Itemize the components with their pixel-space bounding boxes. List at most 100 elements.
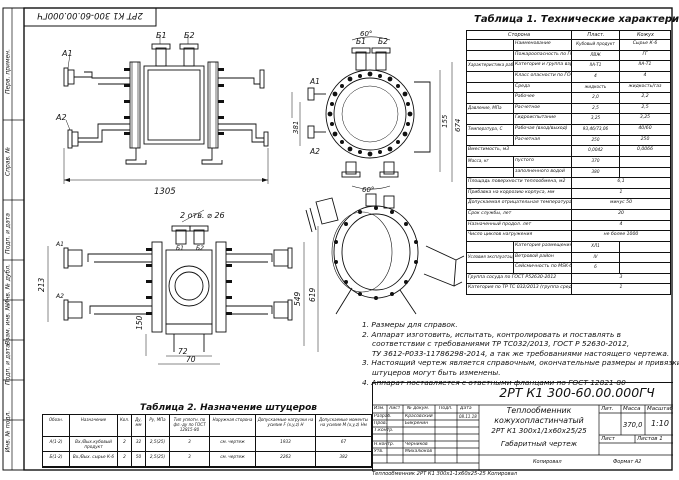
table1-cell: 4 [571, 70, 619, 82]
note-1: 1. Размеры для справок. [362, 320, 458, 329]
date-0: 08.11.18 [459, 414, 477, 419]
table1-cell [619, 155, 670, 167]
table1-cell: Площадь поверхности теплообмена, м2 [468, 179, 566, 185]
table1-cell: Число циклов нагружения [468, 232, 533, 238]
person-3: Черников [405, 442, 428, 447]
table1-cell: 250 [619, 134, 670, 146]
table1-cell: заполненного водой [513, 166, 571, 178]
table2-header-cell: Обозн. [43, 415, 69, 437]
table2-cell: 32 [131, 437, 145, 452]
table1-row: Характеристика рабочей средыКатегория и … [467, 60, 670, 72]
table1-cell: 40/60 [619, 124, 670, 135]
table1-cell [619, 262, 670, 273]
title-name-1: Теплообменник [506, 406, 572, 415]
table2-header-cell: Кол. [117, 415, 131, 437]
table1-cell [467, 241, 513, 252]
table1-cell: Рабочая (вход/выход) [513, 124, 571, 135]
front-label-b2: Б2 [184, 31, 195, 40]
plan-callout: 2 отв. ⌀ 26 [180, 211, 225, 220]
table1-cell: 2,0 [571, 92, 619, 103]
table1-cell: Назначенный продол. лет [468, 221, 532, 227]
table2-header-cell: Назначение [69, 415, 117, 437]
table2-cell: Вх./Вых.кубовый продукт [69, 437, 117, 452]
table1-cell: Расчетная [513, 134, 571, 146]
plan-label-b2: Б2 [196, 245, 204, 252]
table1-cell: 0,0042 [571, 145, 619, 156]
table1-cell: ЛВЖ [571, 49, 619, 61]
person-4: Михалюков [405, 449, 433, 454]
table1-cell: жидкость [571, 81, 619, 93]
table1-cell: ХЛ1 [571, 240, 619, 252]
table2-cell: 1933 [255, 437, 315, 452]
plan-dim-70: 70 [186, 355, 196, 364]
title-name-3: 2РТ К1 300х1/1х60х25/25 [491, 426, 587, 435]
isometric-view [305, 193, 465, 315]
table1-row: Допускаемая отрицательная температура ст… [467, 198, 670, 210]
title-name-2: кожухопластинчатый [494, 416, 584, 425]
table2-cell: 2,5(25) [145, 437, 169, 452]
person-0: Красовский [405, 414, 433, 419]
table2-header-cell: Допускаемые моменты на усилие М (x,y,z) … [315, 415, 371, 437]
table1-cell [467, 262, 513, 273]
table2-title: Таблица 2. Назначение штуцеров [140, 403, 317, 413]
table1-cell: Условия эксплуатации [468, 253, 513, 259]
table1-cell [467, 50, 513, 61]
table2-cell: А(1-2) [43, 437, 69, 452]
table2-cell: 3 [169, 437, 209, 452]
table2-cell: 2,5(25) [145, 452, 169, 467]
table1-cell: Сейсмичность по MSK-64 [513, 262, 571, 273]
note-3: 3. Настоящий чертеж является справочным,… [362, 358, 679, 368]
side-label-b1: Б1 [356, 37, 366, 46]
table2-cell: 2 [117, 437, 131, 452]
table1-cell: пустого [513, 155, 571, 167]
strip-label-2: Справ. № [4, 146, 12, 177]
table1-cell: 20 [571, 209, 670, 220]
table2-header-cell: Ру, МПа [145, 415, 169, 437]
table1-cell: 2,5 [619, 102, 670, 114]
table1-header-cell: Сторона [467, 31, 571, 40]
title-subtitle: Габаритный чертеж [500, 439, 578, 448]
table1-cell [619, 251, 670, 263]
label-lit: Лит. [601, 406, 614, 412]
table1-cell: Сырье К-6 [619, 39, 670, 50]
table1-cell: Категория размещения [513, 240, 571, 252]
table1-cell: Характеристика рабочей среды [468, 62, 513, 68]
table1-row: Класс опасности по ГОСТ 12.1.00744 [467, 70, 670, 83]
table2-cell: 67 [315, 437, 371, 452]
plan-dim-619: 619 [308, 287, 317, 302]
table2-cell: 2 [117, 452, 131, 467]
title-code: 2РТ К1 300-60.00.000ГЧ [499, 385, 655, 400]
strip-label-7: Инв. № подл. [4, 410, 12, 453]
table1-cell: Кубовый продукт [571, 39, 619, 50]
col-h-3: Подп. [439, 406, 453, 411]
col-h-2: № докум. [407, 406, 430, 411]
plan-label-a1: A1 [55, 241, 64, 248]
table1-cell: минус 50 [571, 198, 670, 209]
table1-cell: Масса, кг [468, 157, 489, 163]
side-label-a2: A2 [309, 147, 320, 156]
side-dim-155: 155 [441, 114, 449, 128]
table1-cell: Температура, С [468, 126, 503, 131]
side-angle-top: 60° [360, 30, 372, 38]
plan-dim-72: 72 [178, 347, 188, 356]
table1-cell [619, 166, 670, 178]
front-view: Б1 Б2 A1 A2 1305 [55, 31, 269, 197]
table1-cell [467, 92, 513, 103]
front-label-b1: Б1 [156, 31, 167, 40]
copied-label: Копировал [533, 459, 562, 465]
note-2c: ТУ 3612-Р033-11786298-2014, а так же тре… [372, 348, 670, 358]
table1-cell: Пожароопасность по ГОСТ 12.1.044 [513, 49, 571, 61]
table1-cell: 1 [571, 187, 670, 199]
table1-cell: Рабочее [513, 92, 571, 103]
table2-cell: 2263 [255, 452, 315, 467]
